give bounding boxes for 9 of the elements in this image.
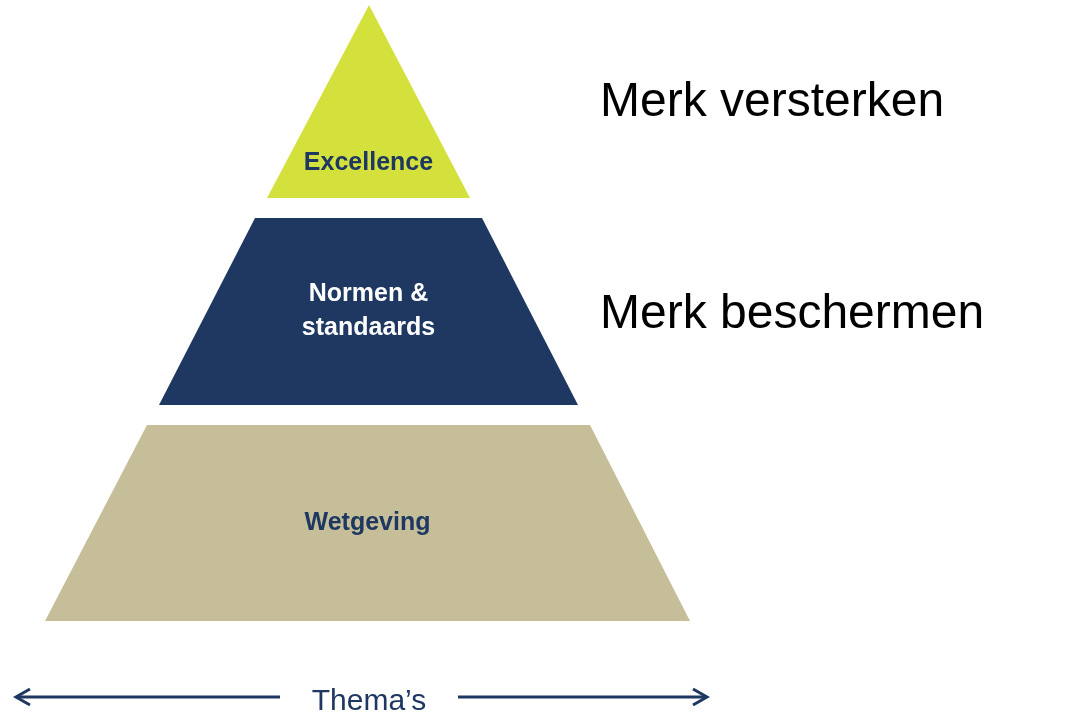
side-label: Merk beschermen <box>600 284 985 339</box>
pyramid-tier <box>45 425 690 621</box>
tier-label: Excellence <box>302 146 435 177</box>
tier-label: Normen & standaards <box>300 277 437 342</box>
side-label: Merk versterken <box>600 72 945 127</box>
tier-label: Wetgeving <box>303 506 432 537</box>
pyramid-top-triangle <box>267 5 470 198</box>
pyramid-tier <box>159 218 578 405</box>
axis-label: Thema’s <box>310 683 428 717</box>
